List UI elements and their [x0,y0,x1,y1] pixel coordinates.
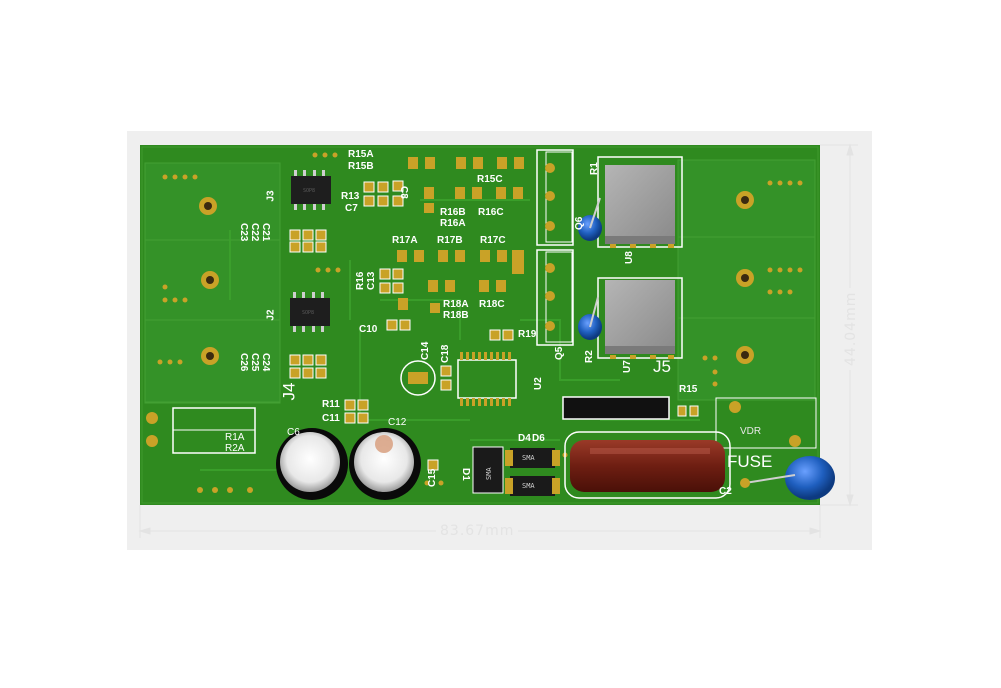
label-c12: C12 [388,417,407,428]
label-d1: D1 [460,468,471,481]
label-r15c: R15C [477,174,503,185]
label-c21: C21 [260,223,271,242]
label-vdr: VDR [740,426,762,437]
label-c14: C14 [420,341,431,360]
label-d6: D6 [532,433,545,444]
dimension-width: 83.67mm [436,523,519,539]
label-r18a: R18A [443,299,469,310]
label-c26: C26 [238,353,249,372]
label-c2: C2 [719,486,732,497]
label-r11: R11 [322,399,340,410]
label-c22: C22 [249,223,260,242]
label-c10: C10 [359,324,378,335]
label-r16c: R16C [478,207,504,218]
label-sop8-bottom: SOP8 [302,310,315,316]
label-c15: C15 [427,468,438,487]
label-j5: J5 [653,357,671,376]
ic-sop8-top [291,170,331,210]
label-c8: C8 [398,186,409,199]
label-sma-d1: SMA [485,467,493,480]
label-r19: R19 [518,329,537,340]
label-j3: J3 [265,190,277,202]
label-q6: Q6 [574,216,585,230]
label-r15b: R15B [348,161,374,172]
label-d4: D4 [518,433,531,444]
label-u8: U8 [624,251,635,264]
label-j2: J2 [265,309,277,321]
label-r15: R15 [679,384,698,395]
label-sma-d6: SMA [522,482,535,490]
label-r17a: R17A [392,235,418,246]
label-q5: Q5 [554,346,565,360]
label-r2: R2 [584,350,595,363]
label-r18c: R18C [479,299,505,310]
ic-u2 [457,352,517,406]
label-c6: C6 [287,427,300,438]
label-c11: C11 [322,413,340,424]
label-r17b: R17B [437,235,463,246]
label-c25: C25 [249,353,260,372]
label-r15a: R15A [348,149,374,160]
label-u2: U2 [533,377,544,390]
label-r2a: R2A [225,443,245,454]
label-sop8-top: SOP8 [303,188,316,194]
label-r17c: R17C [480,235,506,246]
label-r16a: R16A [440,218,466,229]
label-c7: C7 [345,203,358,214]
label-r1: R1 [589,162,600,175]
label-r16b: R16B [440,207,466,218]
label-u7: U7 [622,360,633,373]
ic-sop8-bottom [290,292,330,332]
label-fuse: FUSE [727,452,773,471]
label-r1a: R1A [225,432,245,443]
label-c18: C18 [440,344,451,363]
label-sma-d4: SMA [522,454,535,462]
label-c13: C13 [366,271,377,290]
label-r16: R16 [355,271,366,290]
label-c24: C24 [260,353,271,372]
label-c23: C23 [238,223,249,242]
label-j4: J4 [279,382,299,401]
label-r13: R13 [341,191,360,202]
dimension-height: 44.04mm [843,287,859,370]
label-r18b: R18B [443,310,469,321]
